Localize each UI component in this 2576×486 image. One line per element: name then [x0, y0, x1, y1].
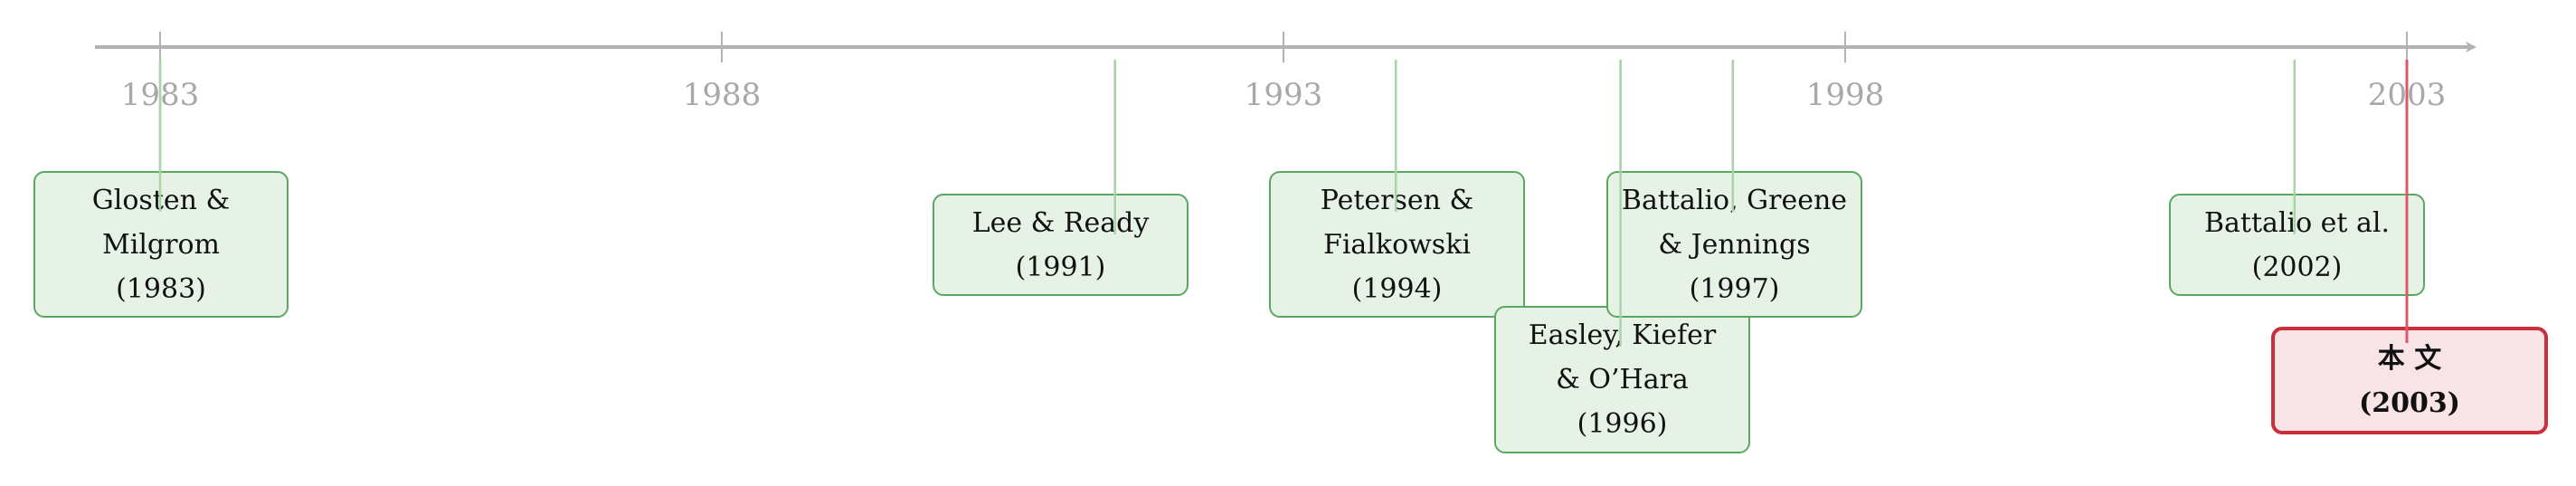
event-box-line: (1996) — [1577, 408, 1668, 440]
event-box-glosten-milgrom: Glosten & Milgrom (1983) — [33, 171, 289, 318]
event-box-line: 本 文 — [2377, 342, 2442, 375]
event-box-line: Lee & Ready — [971, 206, 1150, 239]
event-box-lee-ready: Lee & Ready (1991) — [933, 194, 1189, 296]
event-box-line: Glosten & — [91, 184, 231, 216]
event-box-line: Battalio et al. — [2203, 206, 2391, 239]
event-box-line: (1991) — [1015, 251, 1106, 283]
event-box-line: Petersen & — [1320, 184, 1474, 216]
event-box-line: (1983) — [116, 272, 206, 305]
event-box-line: Milgrom — [102, 228, 220, 261]
axis-tick-label: 1988 — [683, 77, 762, 113]
event-box-line: (2003) — [2359, 386, 2460, 419]
axis-tick-label: 1993 — [1245, 77, 1323, 113]
axis-tick-label: 1998 — [1806, 77, 1885, 113]
event-box-this-paper: 本 文 (2003) — [2271, 327, 2548, 434]
event-box-line: Battalio, Greene — [1621, 184, 1848, 216]
event-box-easley-kiefer-ohara: Easley, Kiefer & O’Hara (1996) — [1494, 306, 1750, 453]
event-box-line: Fialkowski — [1323, 228, 1471, 261]
event-box-line: & O’Hara — [1556, 364, 1689, 395]
event-box-petersen-fialkowski: Petersen & Fialkowski (1994) — [1269, 171, 1525, 318]
event-box-line: (2002) — [2251, 251, 2343, 283]
event-box-line: & Jennings — [1658, 228, 1811, 261]
event-box-line: (1994) — [1351, 272, 1443, 305]
event-box-line: (1997) — [1689, 272, 1780, 305]
event-box-line: Easley, Kiefer — [1528, 319, 1717, 351]
event-box-battalio-et-al: Battalio et al. (2002) — [2169, 194, 2425, 296]
event-box-battalio-greene-jennings: Battalio, Greene & Jennings (1997) — [1606, 171, 1862, 318]
